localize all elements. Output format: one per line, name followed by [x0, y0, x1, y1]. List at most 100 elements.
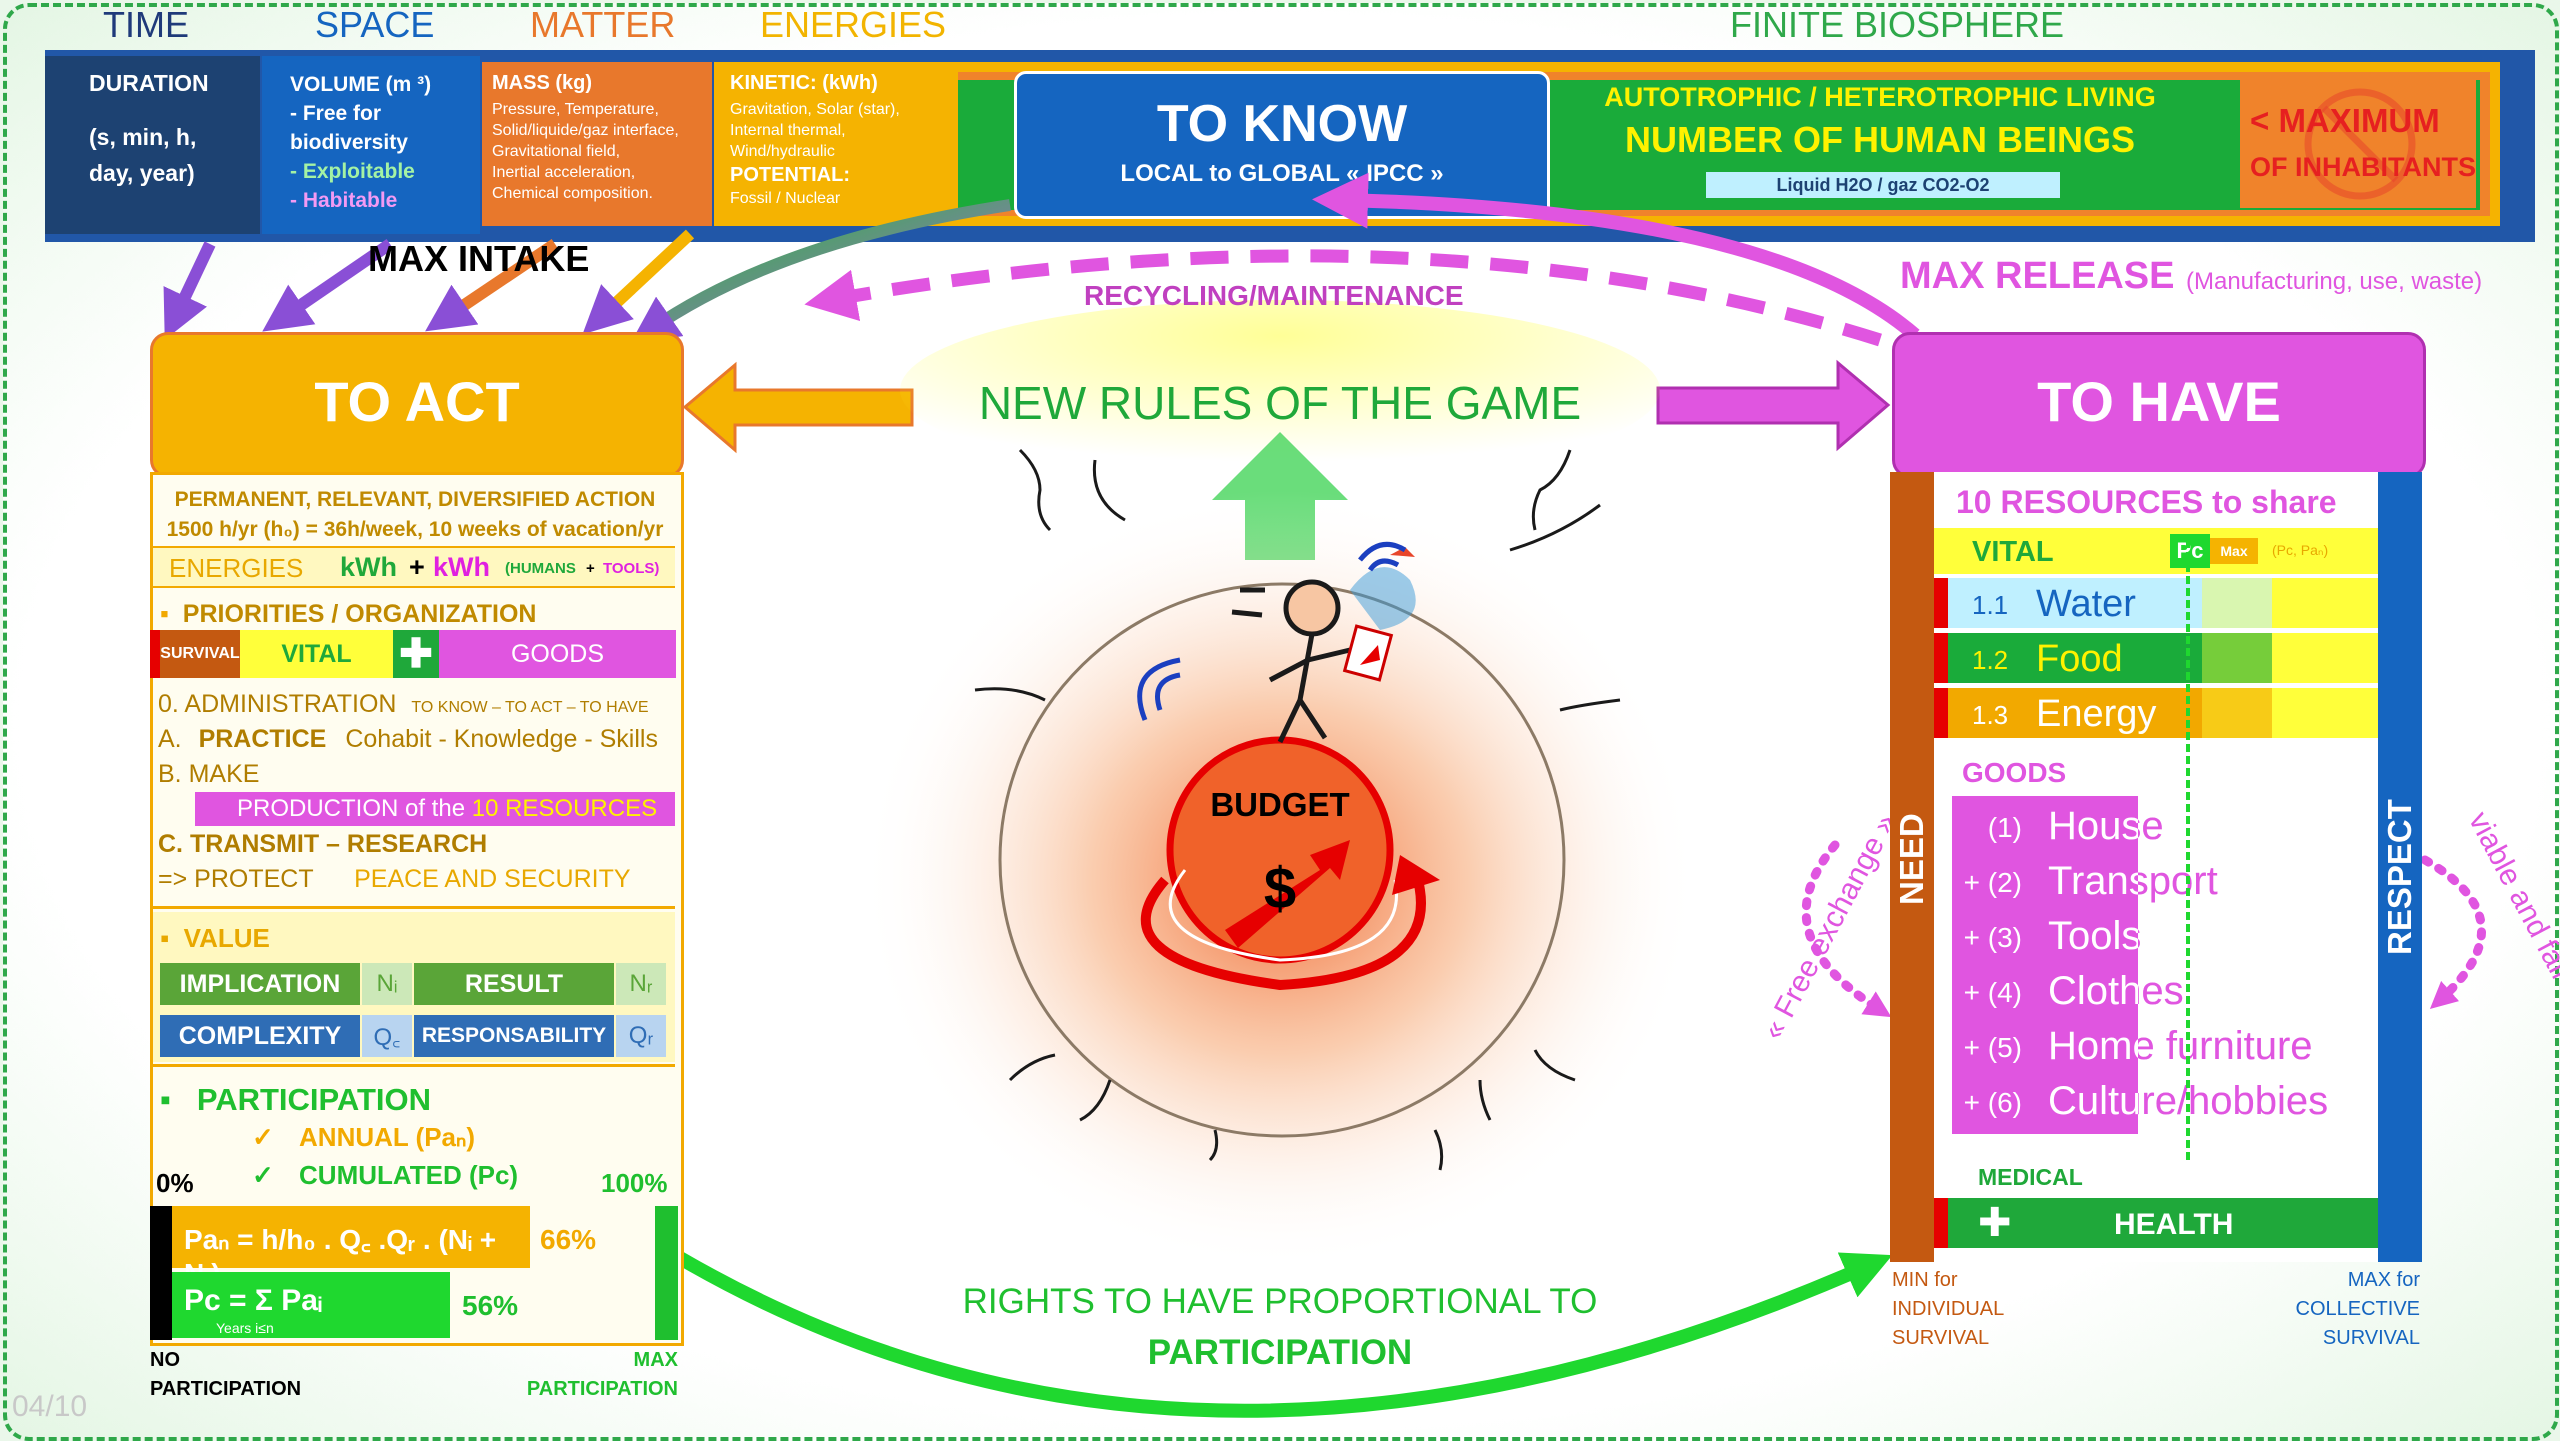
- plus-2-label: +: [586, 560, 595, 577]
- cumulated-label: CUMULATED (Pc): [299, 1160, 519, 1190]
- pan-value: 66%: [540, 1224, 597, 1255]
- goods-item-label: Tools: [2048, 914, 2142, 958]
- min-line-1: MIN for: [1892, 1269, 1958, 1291]
- volume-line-3: - Exploitable: [290, 160, 415, 183]
- goods-item-overflow: Culture/hobbies: [2138, 1075, 2372, 1125]
- goods-item-overflow-text: Home furniture: [2138, 1024, 2313, 1068]
- participation-heading: ▪ PARTICIPATION: [160, 1082, 431, 1118]
- vital-item-marker: [1934, 633, 1948, 683]
- energies-label: ENERGIES: [169, 553, 304, 583]
- production-bar: PRODUCTION of the 10 RESOURCES: [195, 792, 675, 826]
- min-survival-label: MIN for INDIVIDUAL SURVIVAL: [1892, 1266, 2004, 1353]
- pc-sub: Years i≤n: [216, 1320, 274, 1336]
- hundred-percent: 100%: [601, 1168, 668, 1198]
- vital-item-number: 1.1: [1972, 590, 2009, 620]
- medical-heading: MEDICAL: [1978, 1164, 2083, 1190]
- goods-item-overflow: Home furniture: [2138, 1020, 2372, 1070]
- vital-header-row: VITAL Pc Max (Pc, Paₙ): [1934, 528, 2378, 574]
- result-cell: RESULT: [414, 963, 614, 1005]
- check-icon: ✓: [252, 1160, 274, 1190]
- to-know-box: TO KNOW LOCAL to GLOBAL « IPCC »: [1014, 71, 1550, 219]
- vital-item-fill: [1948, 688, 2202, 738]
- goods-item-overflow-text: Tools: [2138, 914, 2141, 959]
- goods-item-number: + (2): [1963, 867, 2022, 898]
- goods-item: + (5)Home furniture: [1952, 1020, 2372, 1070]
- maxc-line-1: MAX for: [2347, 1269, 2420, 1291]
- resources-heading: 10 RESOURCES to share: [1956, 484, 2337, 520]
- goods-item-overflow-text: Clothes: [2138, 969, 2184, 1013]
- energies-row: ENERGIES kWh + kWh (HUMANS + TOOLS): [153, 546, 675, 588]
- goods-item-overflow-text: House: [2138, 804, 2164, 848]
- energy-line: Wind/hydraulic: [730, 143, 835, 160]
- living-line-1: AUTOTROPHIC / HETEROTROPHIC LIVING: [1604, 82, 2156, 112]
- transmit-label: C. TRANSMIT – RESEARCH: [158, 830, 488, 858]
- qc-cell: Q꜀: [362, 1015, 412, 1057]
- to-have-header: TO HAVE: [1892, 332, 2426, 478]
- goods-item-label: House: [2048, 804, 2164, 848]
- check-icon: ✓: [252, 1122, 274, 1152]
- vital-item-label: Energy: [2036, 693, 2157, 735]
- divider: [153, 906, 675, 909]
- admin-row: 0. ADMINISTRATION TO KNOW – TO ACT – TO …: [158, 690, 649, 719]
- to-have-title: TO HAVE: [2037, 370, 2281, 433]
- energy-title: KINETIC: (kWh): [730, 72, 878, 94]
- humans-label: (HUMANS: [505, 560, 576, 577]
- vital-item-marker: [1934, 688, 1948, 738]
- priorities-heading: ▪ PRIORITIES / ORGANIZATION: [160, 600, 536, 629]
- vital-item-label: Water: [2036, 583, 2136, 625]
- vital-item-pc-fill: [2188, 633, 2272, 683]
- mass-line: Pressure, Temperature,: [492, 101, 659, 118]
- goods-block: [1952, 796, 2138, 1134]
- budget-label: BUDGET: [1210, 786, 1350, 823]
- annual-row: ✓ ANNUAL (Paₙ): [252, 1122, 475, 1153]
- kwh-tools: kWh: [433, 552, 490, 582]
- production-label: PRODUCTION of the: [237, 795, 466, 822]
- category-space: SPACE: [315, 4, 435, 45]
- make-label: B. MAKE: [158, 760, 260, 788]
- mass-line: Chemical composition.: [492, 185, 653, 202]
- pc-formula-bar: Pc = Σ Paᵢ Years i≤n: [172, 1272, 450, 1338]
- min-line-3: SURVIVAL: [1892, 1327, 1990, 1349]
- vital-item-marker: [1934, 578, 1948, 628]
- to-act-title: TO ACT: [314, 370, 520, 433]
- goods-item-number: + (6): [1963, 1087, 2022, 1118]
- goods-item-overflow: Clothes: [2138, 965, 2372, 1015]
- no-part-line-2: PARTICIPATION: [150, 1378, 302, 1400]
- goods-item-label: Clothes: [2048, 969, 2184, 1013]
- responsability-cell: RESPONSABILITY: [414, 1015, 614, 1057]
- vital-heading: VITAL: [1972, 536, 2054, 568]
- goods-item-label: Home furniture: [2048, 1024, 2313, 1068]
- value-label: VALUE: [183, 923, 270, 953]
- protect-note: PEACE AND SECURITY: [354, 865, 631, 893]
- goods-item-overflow: Tools: [2138, 910, 2372, 960]
- health-label: HEALTH: [2114, 1208, 2234, 1241]
- rights-label-1: RIGHTS TO HAVE PROPORTIONAL TO: [962, 1282, 1598, 1321]
- need-bar: [1890, 472, 1934, 1262]
- health-row: ✚ HEALTH: [1934, 1198, 2378, 1248]
- volume-line-2: biodiversity: [290, 131, 408, 154]
- recycling-label: RECYCLING/MAINTENANCE: [1084, 280, 1464, 311]
- pc-value: 56%: [462, 1290, 519, 1321]
- health-red-marker: [1934, 1198, 1948, 1248]
- energy-potential-body: Fossil / Nuclear: [730, 190, 841, 207]
- pan-formula-bar: Paₙ = h/h₀ . Q꜀ .Qᵣ . (Nᵢ + Nᵣ): [172, 1206, 530, 1289]
- category-matter: MATTER: [530, 4, 676, 45]
- category-time: TIME: [103, 4, 189, 45]
- health-cross-icon: ✚: [393, 630, 439, 678]
- dollar-icon: $: [1263, 856, 1297, 921]
- respect-bar: [2378, 472, 2422, 1262]
- goods-item: + (3)Tools: [1952, 910, 2372, 960]
- volume-line-4: - Habitable: [290, 189, 398, 212]
- mass-box: MASS (kg) Pressure, Temperature, Solid/l…: [482, 62, 712, 226]
- divider: [153, 1064, 675, 1067]
- respect-label: RESPECT: [2381, 799, 2418, 955]
- vital-item-fill: [1948, 578, 2202, 628]
- category-energies: ENERGIES: [760, 4, 947, 45]
- kwh-humans: kWh: [340, 552, 397, 582]
- goods-bar: GOODS: [439, 630, 676, 678]
- scale-left-edge: [150, 1206, 172, 1340]
- act-line-1: PERMANENT, RELEVANT, DIVERSIFIED ACTION: [174, 488, 656, 511]
- to-act-header: TO ACT: [150, 332, 684, 478]
- goods-item-overflow-text: Culture/hobbies: [2138, 1079, 2329, 1123]
- scale-right-edge: [655, 1206, 678, 1340]
